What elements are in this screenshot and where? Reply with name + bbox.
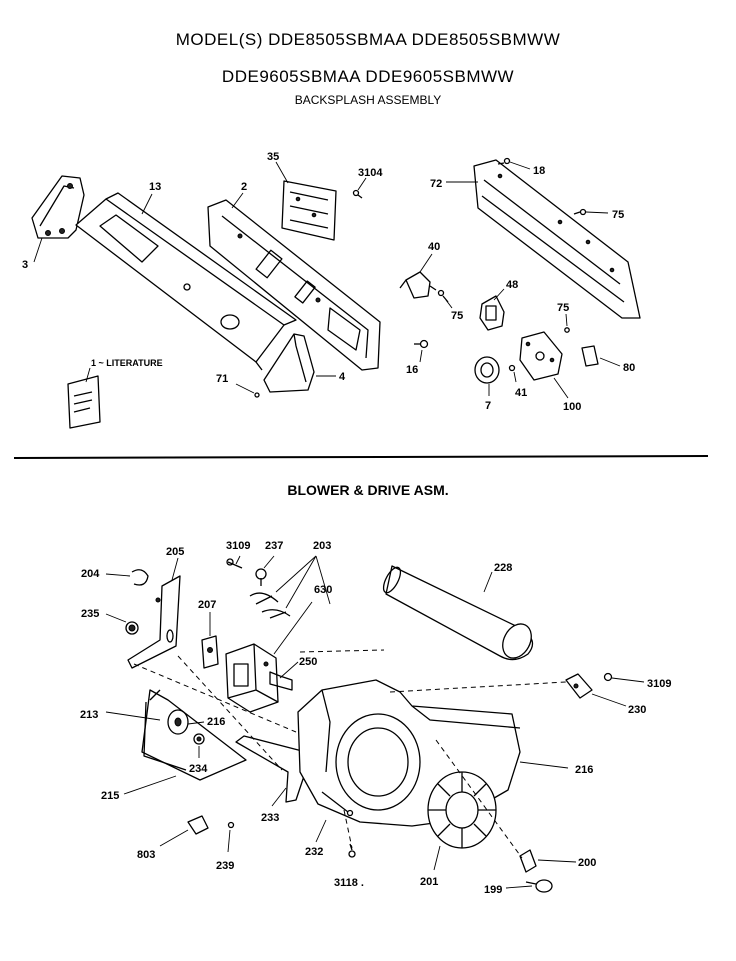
idler-arm-part	[143, 689, 187, 771]
callout-205: 205	[166, 546, 184, 558]
callout-3109-a: 3109	[226, 540, 250, 552]
callout-203: 203	[313, 540, 331, 552]
control-panel-part	[75, 192, 297, 371]
clip-part	[519, 849, 537, 873]
duct-part	[382, 565, 534, 661]
callout-4: 4	[339, 371, 346, 383]
callout-216-a: 216	[207, 716, 225, 728]
callout-40: 40	[428, 241, 440, 253]
section-divider	[13, 455, 709, 459]
screw-part	[525, 879, 553, 893]
switch-part	[399, 271, 437, 299]
callout-250: 250	[299, 656, 317, 668]
callout-80: 80	[623, 362, 635, 374]
rod-part	[321, 791, 354, 817]
reference-lines	[133, 649, 567, 859]
callout-2: 2	[241, 181, 247, 193]
end-cap-part	[263, 333, 315, 393]
callout-3: 3	[22, 259, 28, 271]
callout-1-literature: 1 ~ LITERATURE	[91, 358, 163, 368]
literature-part	[67, 375, 101, 429]
knob-part	[474, 356, 500, 384]
callout-200: 200	[578, 857, 596, 869]
callout-35: 35	[267, 151, 279, 163]
base-bracket-part	[235, 735, 307, 803]
bracket-part	[565, 673, 593, 699]
callout-803: 803	[137, 849, 155, 861]
blower-drive-assembly-title: BLOWER & DRIVE ASM.	[287, 482, 449, 498]
callout-228: 228	[494, 562, 512, 574]
callout-630: 630	[314, 584, 332, 596]
screw-part	[255, 568, 267, 586]
callout-75-c: 75	[557, 302, 569, 314]
motor-mount-part	[125, 621, 139, 635]
callout-41: 41	[515, 387, 527, 399]
callout-72: 72	[430, 178, 442, 190]
callout-3109-b: 3109	[647, 678, 671, 690]
blower-wheel-part	[427, 771, 497, 849]
screw-part	[564, 327, 570, 333]
callout-75-a: 75	[612, 209, 624, 221]
callout-233: 233	[261, 812, 279, 824]
callout-48: 48	[506, 279, 518, 291]
screw-part	[573, 208, 587, 216]
screw-part	[414, 339, 429, 349]
model-numbers-line-2: DDE9605SBMAA DDE9605SBMWW	[221, 67, 515, 86]
belt-part	[141, 689, 247, 781]
callout-215: 215	[101, 790, 119, 802]
callout-199: 199	[484, 884, 502, 896]
callout-3104: 3104	[358, 167, 383, 179]
clip-part	[187, 815, 209, 835]
bearing-part	[193, 733, 205, 745]
callout-201: 201	[420, 876, 438, 888]
callout-7: 7	[485, 400, 491, 412]
callout-239: 239	[216, 860, 234, 872]
callout-235: 235	[81, 608, 99, 620]
callout-13: 13	[149, 181, 161, 193]
end-cap-part	[31, 175, 85, 239]
clip-part	[131, 569, 149, 586]
callout-75-b: 75	[451, 310, 463, 322]
bracket-part	[127, 575, 181, 669]
callout-213: 213	[80, 709, 98, 721]
screw-part	[348, 843, 356, 858]
relay-part	[479, 295, 505, 331]
motor-part	[225, 643, 293, 713]
callout-3118: 3118 .	[334, 877, 364, 889]
washer-part	[508, 364, 516, 372]
screw-part	[352, 189, 363, 199]
callout-71: 71	[216, 373, 228, 385]
callout-204: 204	[81, 568, 100, 580]
screw-part	[254, 392, 260, 398]
control-board-part	[281, 180, 337, 241]
callout-216-b: 216	[575, 764, 593, 776]
screw-part	[603, 672, 613, 682]
callout-232: 232	[305, 846, 323, 858]
screw-part	[226, 558, 243, 569]
screw-part	[497, 157, 511, 165]
callout-237: 237	[265, 540, 283, 552]
timer-part	[519, 331, 563, 381]
clip-part	[249, 592, 291, 619]
clip-part	[581, 345, 599, 367]
backsplash-frame-part	[207, 199, 381, 371]
rear-cover-part	[473, 159, 641, 319]
callout-100: 100	[563, 401, 581, 413]
callout-234: 234	[189, 763, 208, 775]
callout-207: 207	[198, 599, 216, 611]
pulley-part	[167, 709, 189, 735]
backsplash-assembly-title: BACKSPLASH ASSEMBLY	[294, 93, 442, 107]
callout-16: 16	[406, 364, 418, 376]
thermostat-part	[201, 635, 219, 669]
screw-part	[227, 821, 235, 829]
callout-18: 18	[533, 165, 545, 177]
model-numbers-line-1: MODEL(S) DDE8505SBMAA DDE8505SBMWW	[175, 30, 561, 49]
callout-labels: 3 13 2 35 3104 72 18 75 40 75 48 75 80 1…	[22, 151, 671, 896]
callout-230: 230	[628, 704, 646, 716]
